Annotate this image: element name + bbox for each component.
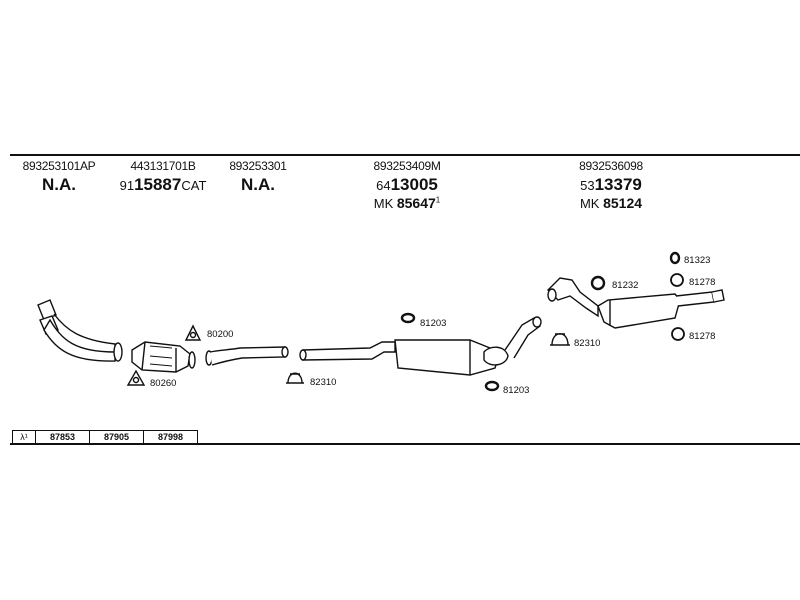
label-81278-b: 81278 xyxy=(689,331,715,342)
code-prefix: 53 xyxy=(580,178,595,194)
label-81278-a: 81278 xyxy=(689,277,715,288)
ring-81232 xyxy=(590,275,606,291)
mk-line: MK 85124 xyxy=(556,194,666,211)
lambda-sensor-table: λ¹ 87853 87905 87998 xyxy=(12,430,198,444)
code-prefix: 91 xyxy=(119,178,135,194)
code-prefix: 64 xyxy=(376,178,391,194)
front-downpipe xyxy=(37,299,123,362)
part-number: 893253101AP xyxy=(22,159,96,173)
code: N.A. xyxy=(42,175,76,195)
catalytic-converter xyxy=(131,341,196,373)
lambda-code: 87998 xyxy=(143,430,198,444)
code-line: 6413005 xyxy=(352,175,462,195)
mk-value: 85647 xyxy=(396,194,436,211)
code-line: 5313379 xyxy=(556,175,666,195)
mk-value: 85124 xyxy=(603,194,643,211)
code: 15887 xyxy=(134,175,182,195)
column-1: 893253101AP N.A. xyxy=(14,159,104,195)
part-number: 8932536098 xyxy=(579,159,643,173)
mk-sup: 1 xyxy=(435,195,441,205)
code-line: 9115887CAT xyxy=(108,175,218,195)
column-3: 893253301 N.A. xyxy=(218,159,298,195)
clamp-82310-b xyxy=(550,333,570,346)
label-80200: 80200 xyxy=(207,329,233,340)
clamp-82310-a xyxy=(286,372,304,384)
ring-81278-a xyxy=(670,273,684,287)
label-81203-b: 81203 xyxy=(503,385,529,396)
part-number: 443131701B xyxy=(130,159,196,173)
column-5: 8932536098 5313379 MK 85124 xyxy=(556,159,666,211)
header-rule xyxy=(10,154,800,156)
lambda-code: 87853 xyxy=(35,430,90,444)
column-4: 893253409M 6413005 MK 856471 xyxy=(352,159,462,211)
label-82310-b: 82310 xyxy=(574,338,600,349)
code: 13379 xyxy=(594,175,642,195)
mount-81323 xyxy=(669,251,681,265)
code: 13005 xyxy=(390,175,438,195)
label-81232: 81232 xyxy=(612,280,638,291)
clamps xyxy=(126,251,685,392)
mk-label: MK xyxy=(373,195,394,211)
label-82310-a: 82310 xyxy=(310,377,336,388)
code-suffix: CAT xyxy=(181,178,207,194)
ring-81203-a xyxy=(400,312,416,324)
mk-line: MK 856471 xyxy=(352,194,462,211)
label-81323: 81323 xyxy=(684,255,710,266)
mk-label: MK xyxy=(579,195,600,211)
rubber-mount-80200 xyxy=(184,324,202,341)
front-silencer xyxy=(299,316,542,376)
label-80260: 80260 xyxy=(150,378,176,389)
footer-rule xyxy=(10,443,800,445)
column-2: 443131701B 9115887CAT xyxy=(108,159,218,195)
ring-81278-b xyxy=(671,327,685,341)
code: N.A. xyxy=(241,175,275,195)
ring-81203-b xyxy=(484,380,500,392)
part-number: 893253301 xyxy=(229,159,287,173)
intermediate-pipe xyxy=(205,346,289,366)
lambda-code: 87905 xyxy=(89,430,144,444)
lambda-symbol: λ¹ xyxy=(12,430,36,444)
rubber-mount-80260 xyxy=(126,369,146,386)
rear-silencer xyxy=(547,277,725,329)
part-number: 893253409M xyxy=(373,159,441,173)
label-81203-a: 81203 xyxy=(420,318,446,329)
